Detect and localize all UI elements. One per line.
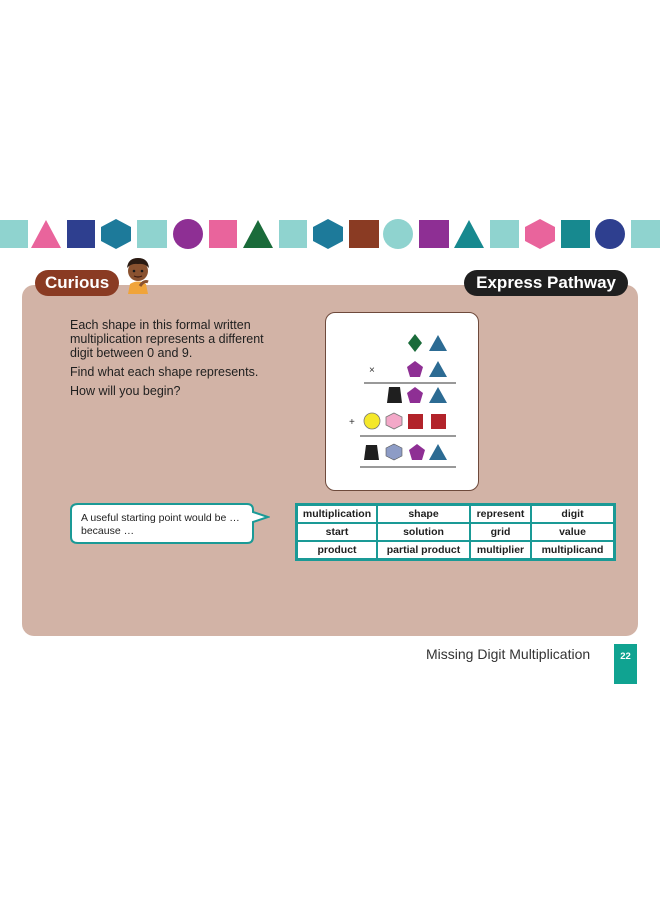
hexagon-icon [385, 412, 403, 430]
triangle-icon [429, 387, 447, 403]
vocab-word: grid [470, 523, 531, 541]
triangle-icon [454, 220, 484, 248]
square-icon [431, 414, 446, 429]
square-icon [279, 220, 307, 248]
table-row: start solution grid value [297, 523, 614, 541]
square-icon [67, 220, 95, 248]
triangle-icon [429, 444, 447, 460]
table-row: multiplication shape represent digit [297, 505, 614, 523]
vocab-word: multiplication [297, 505, 377, 523]
footer-title: Missing Digit Multiplication [426, 646, 591, 662]
pentagon-icon [409, 444, 425, 460]
square-icon [419, 220, 449, 248]
hexagon-icon [101, 219, 131, 249]
circle-icon [595, 219, 625, 249]
square-icon [631, 220, 660, 248]
prompt-instruction: Each shape in this formal written multip… [70, 318, 264, 360]
prompt-task: Find what each shape represents. [70, 365, 259, 379]
square-icon [561, 220, 590, 248]
triangle-icon [243, 220, 273, 248]
vocab-word: digit [531, 505, 614, 523]
triangle-icon [429, 361, 447, 377]
multiplication-puzzle-card: × + [325, 312, 479, 491]
plus-sign: + [349, 417, 355, 428]
prompt-question: How will you begin? [70, 384, 181, 398]
table-row: product partial product multiplier multi… [297, 541, 614, 559]
decorative-shape-strip [0, 219, 660, 249]
square-icon [209, 220, 237, 248]
square-icon [349, 220, 379, 248]
question-prompt: Each shape in this formal written multip… [70, 318, 285, 403]
vocab-word: partial product [377, 541, 470, 559]
square-icon [490, 220, 519, 248]
pentagon-icon [407, 387, 423, 403]
circle-icon [173, 219, 203, 249]
vocab-word: value [531, 523, 614, 541]
speech-bubble [70, 503, 270, 544]
vocab-word: solution [377, 523, 470, 541]
vocab-word: product [297, 541, 377, 559]
square-icon [408, 414, 423, 429]
times-sign: × [369, 365, 375, 376]
triangle-icon [429, 335, 447, 351]
vocab-word: multiplicand [531, 541, 614, 559]
vocab-word: multiplier [470, 541, 531, 559]
square-icon [137, 220, 167, 248]
circle-icon [383, 219, 413, 249]
vocab-word: start [297, 523, 377, 541]
diamond-icon [408, 334, 422, 352]
square-icon [0, 220, 28, 248]
circle-icon [363, 412, 381, 430]
hexagon-icon [385, 443, 403, 461]
vocabulary-table: multiplication shape represent digit sta… [295, 503, 616, 561]
pentagon-icon [407, 361, 423, 377]
vocab-word: represent [470, 505, 531, 523]
curious-tag: Curious [35, 270, 120, 296]
child-character-icon [127, 258, 149, 294]
trapezoid-icon [387, 387, 402, 403]
hexagon-icon [525, 219, 555, 249]
speech-bubble-text: A useful starting point would be … becau… [81, 512, 240, 537]
page-number: 22 [614, 644, 637, 684]
shape-multiplication-diagram: × + [349, 334, 456, 468]
express-pathway-tag: Express Pathway [464, 270, 628, 296]
hexagon-icon [313, 219, 343, 249]
triangle-icon [31, 220, 61, 248]
vocab-word: shape [377, 505, 470, 523]
trapezoid-icon [364, 445, 379, 460]
